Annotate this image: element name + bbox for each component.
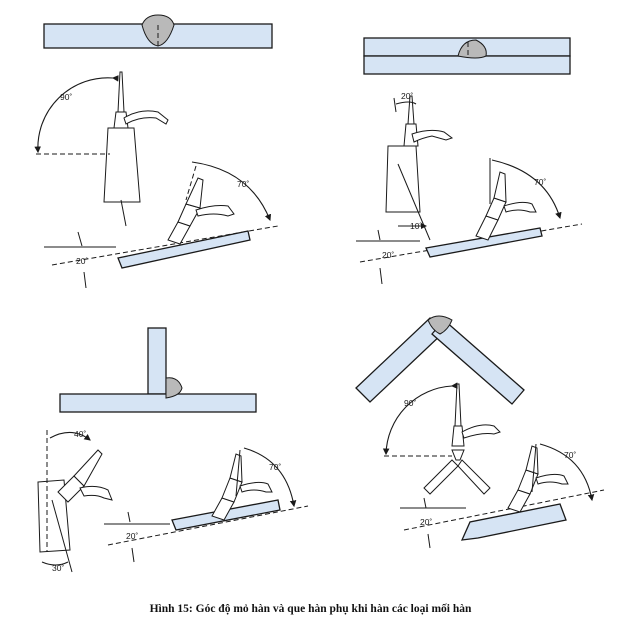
panel-lap-joint: 20˚ 10˚ 70˚ 20˚	[356, 37, 583, 285]
lap-lower-plate	[363, 55, 571, 75]
arc-70	[243, 447, 297, 508]
plate-angle-label: 20˚	[76, 256, 88, 266]
left-rod	[423, 459, 459, 495]
arc-70	[539, 443, 595, 502]
travel-torch	[507, 445, 569, 513]
arc-70	[191, 161, 272, 222]
tee-weld-bead	[165, 377, 183, 399]
inclined-plate	[425, 227, 543, 258]
rod-angle-label: 20˚	[401, 91, 413, 101]
panel-corner-joint: 90˚ 70˚ 20˚	[355, 315, 605, 549]
tee-base-plate	[59, 393, 257, 413]
offset-label: 10˚	[410, 221, 422, 231]
travel-angle-label: 70˚	[534, 177, 546, 187]
rod-angle-label: 30˚	[52, 563, 64, 573]
butt-weld-bead	[141, 14, 175, 47]
torch	[385, 95, 454, 213]
travel-angle-label: 70˚	[564, 450, 576, 460]
torch	[37, 449, 113, 553]
corner-weld-bead	[427, 315, 453, 335]
travel-angle-label: 70˚	[269, 462, 281, 472]
torch-angle-label: 90˚	[60, 92, 72, 102]
lap-weld-bead	[457, 39, 487, 59]
torch	[103, 71, 169, 227]
filler-rod	[51, 499, 73, 573]
arc-90	[34, 75, 119, 154]
torch-angle-label: 90˚	[404, 398, 416, 408]
plate-angle-label: 20˚	[382, 250, 394, 260]
corner-right-plate	[431, 319, 525, 405]
figure-caption: Hình 15: Góc độ mỏ hàn và que hàn phụ kh…	[149, 603, 472, 615]
arc-40	[49, 431, 91, 441]
travel-torch	[475, 171, 537, 241]
corner-left-plate	[355, 317, 445, 403]
panel-butt-joint: 90˚ 70˚ 20˚	[34, 14, 279, 289]
inclined-corner-plate	[460, 503, 567, 541]
travel-torch	[167, 177, 235, 245]
tee-vertical-plate	[147, 327, 167, 395]
plate-angle-label: 20˚	[126, 531, 138, 541]
arc-90	[382, 382, 458, 456]
inclined-plate	[117, 230, 251, 269]
torch-angle-label: 40˚	[74, 429, 86, 439]
panel-tee-joint: 40˚ 30˚ 70˚ 20˚	[37, 327, 309, 573]
torch	[451, 383, 501, 461]
right-rod	[457, 459, 491, 495]
arc-70	[491, 159, 562, 220]
plate-angle-label: 20˚	[420, 517, 432, 527]
travel-angle-label: 70˚	[237, 179, 249, 189]
